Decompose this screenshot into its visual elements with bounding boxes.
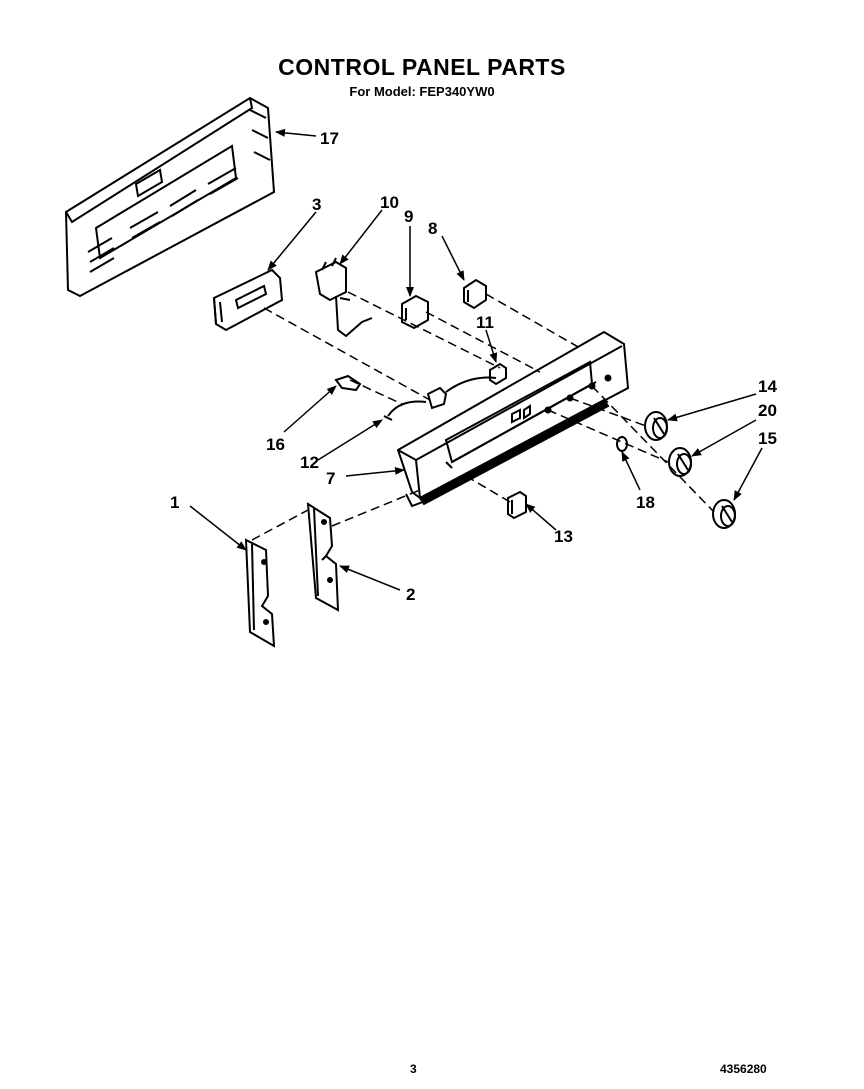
- callout-18: 18: [636, 493, 655, 512]
- callout-15: 15: [758, 429, 777, 448]
- callout-7: 7: [326, 469, 335, 488]
- callout-11: 11: [476, 313, 494, 332]
- page-number: 3: [410, 1062, 417, 1076]
- part-3-clock-display: [212, 268, 284, 332]
- part-7-control-panel: [396, 330, 630, 508]
- part-15-knob: [712, 499, 736, 529]
- part-12-wire-harness: [383, 376, 497, 421]
- model-subtitle: For Model: FEP340YW0: [349, 84, 495, 99]
- callout-12: 12: [300, 453, 319, 472]
- part-2-side-bracket: [306, 502, 340, 612]
- callout-leader-lines: [189, 128, 763, 591]
- callout-14: 14: [758, 377, 777, 396]
- part-10-switch: [314, 257, 373, 338]
- callout-16: 16: [266, 435, 285, 454]
- assembly-guide-lines: [251, 291, 715, 541]
- document-code: 4356280: [720, 1062, 767, 1076]
- callout-13: 13: [554, 527, 573, 546]
- callout-2: 2: [406, 585, 415, 604]
- callout-1: 1: [170, 493, 179, 512]
- part-14-knob: [644, 411, 668, 441]
- part-11-connector: [489, 362, 507, 386]
- page-title: CONTROL PANEL PARTS: [278, 54, 566, 80]
- callout-labels: 17 3 10 9 8 11 16 12 7 13 1 2 18 14 20 1…: [170, 129, 777, 604]
- part-9-switch: [401, 294, 429, 330]
- part-1-side-bracket: [244, 538, 276, 648]
- callout-9: 9: [404, 207, 413, 226]
- callout-10: 10: [380, 193, 399, 212]
- part-16-clip: [334, 374, 362, 392]
- part-8-switch: [463, 278, 487, 310]
- callout-17: 17: [320, 129, 339, 148]
- part-17-rear-panel: [64, 96, 276, 298]
- part-20-knob: [668, 447, 692, 477]
- part-13-bracket: [507, 490, 527, 520]
- callout-3: 3: [312, 195, 321, 214]
- callout-8: 8: [428, 219, 437, 238]
- callout-20: 20: [758, 401, 777, 420]
